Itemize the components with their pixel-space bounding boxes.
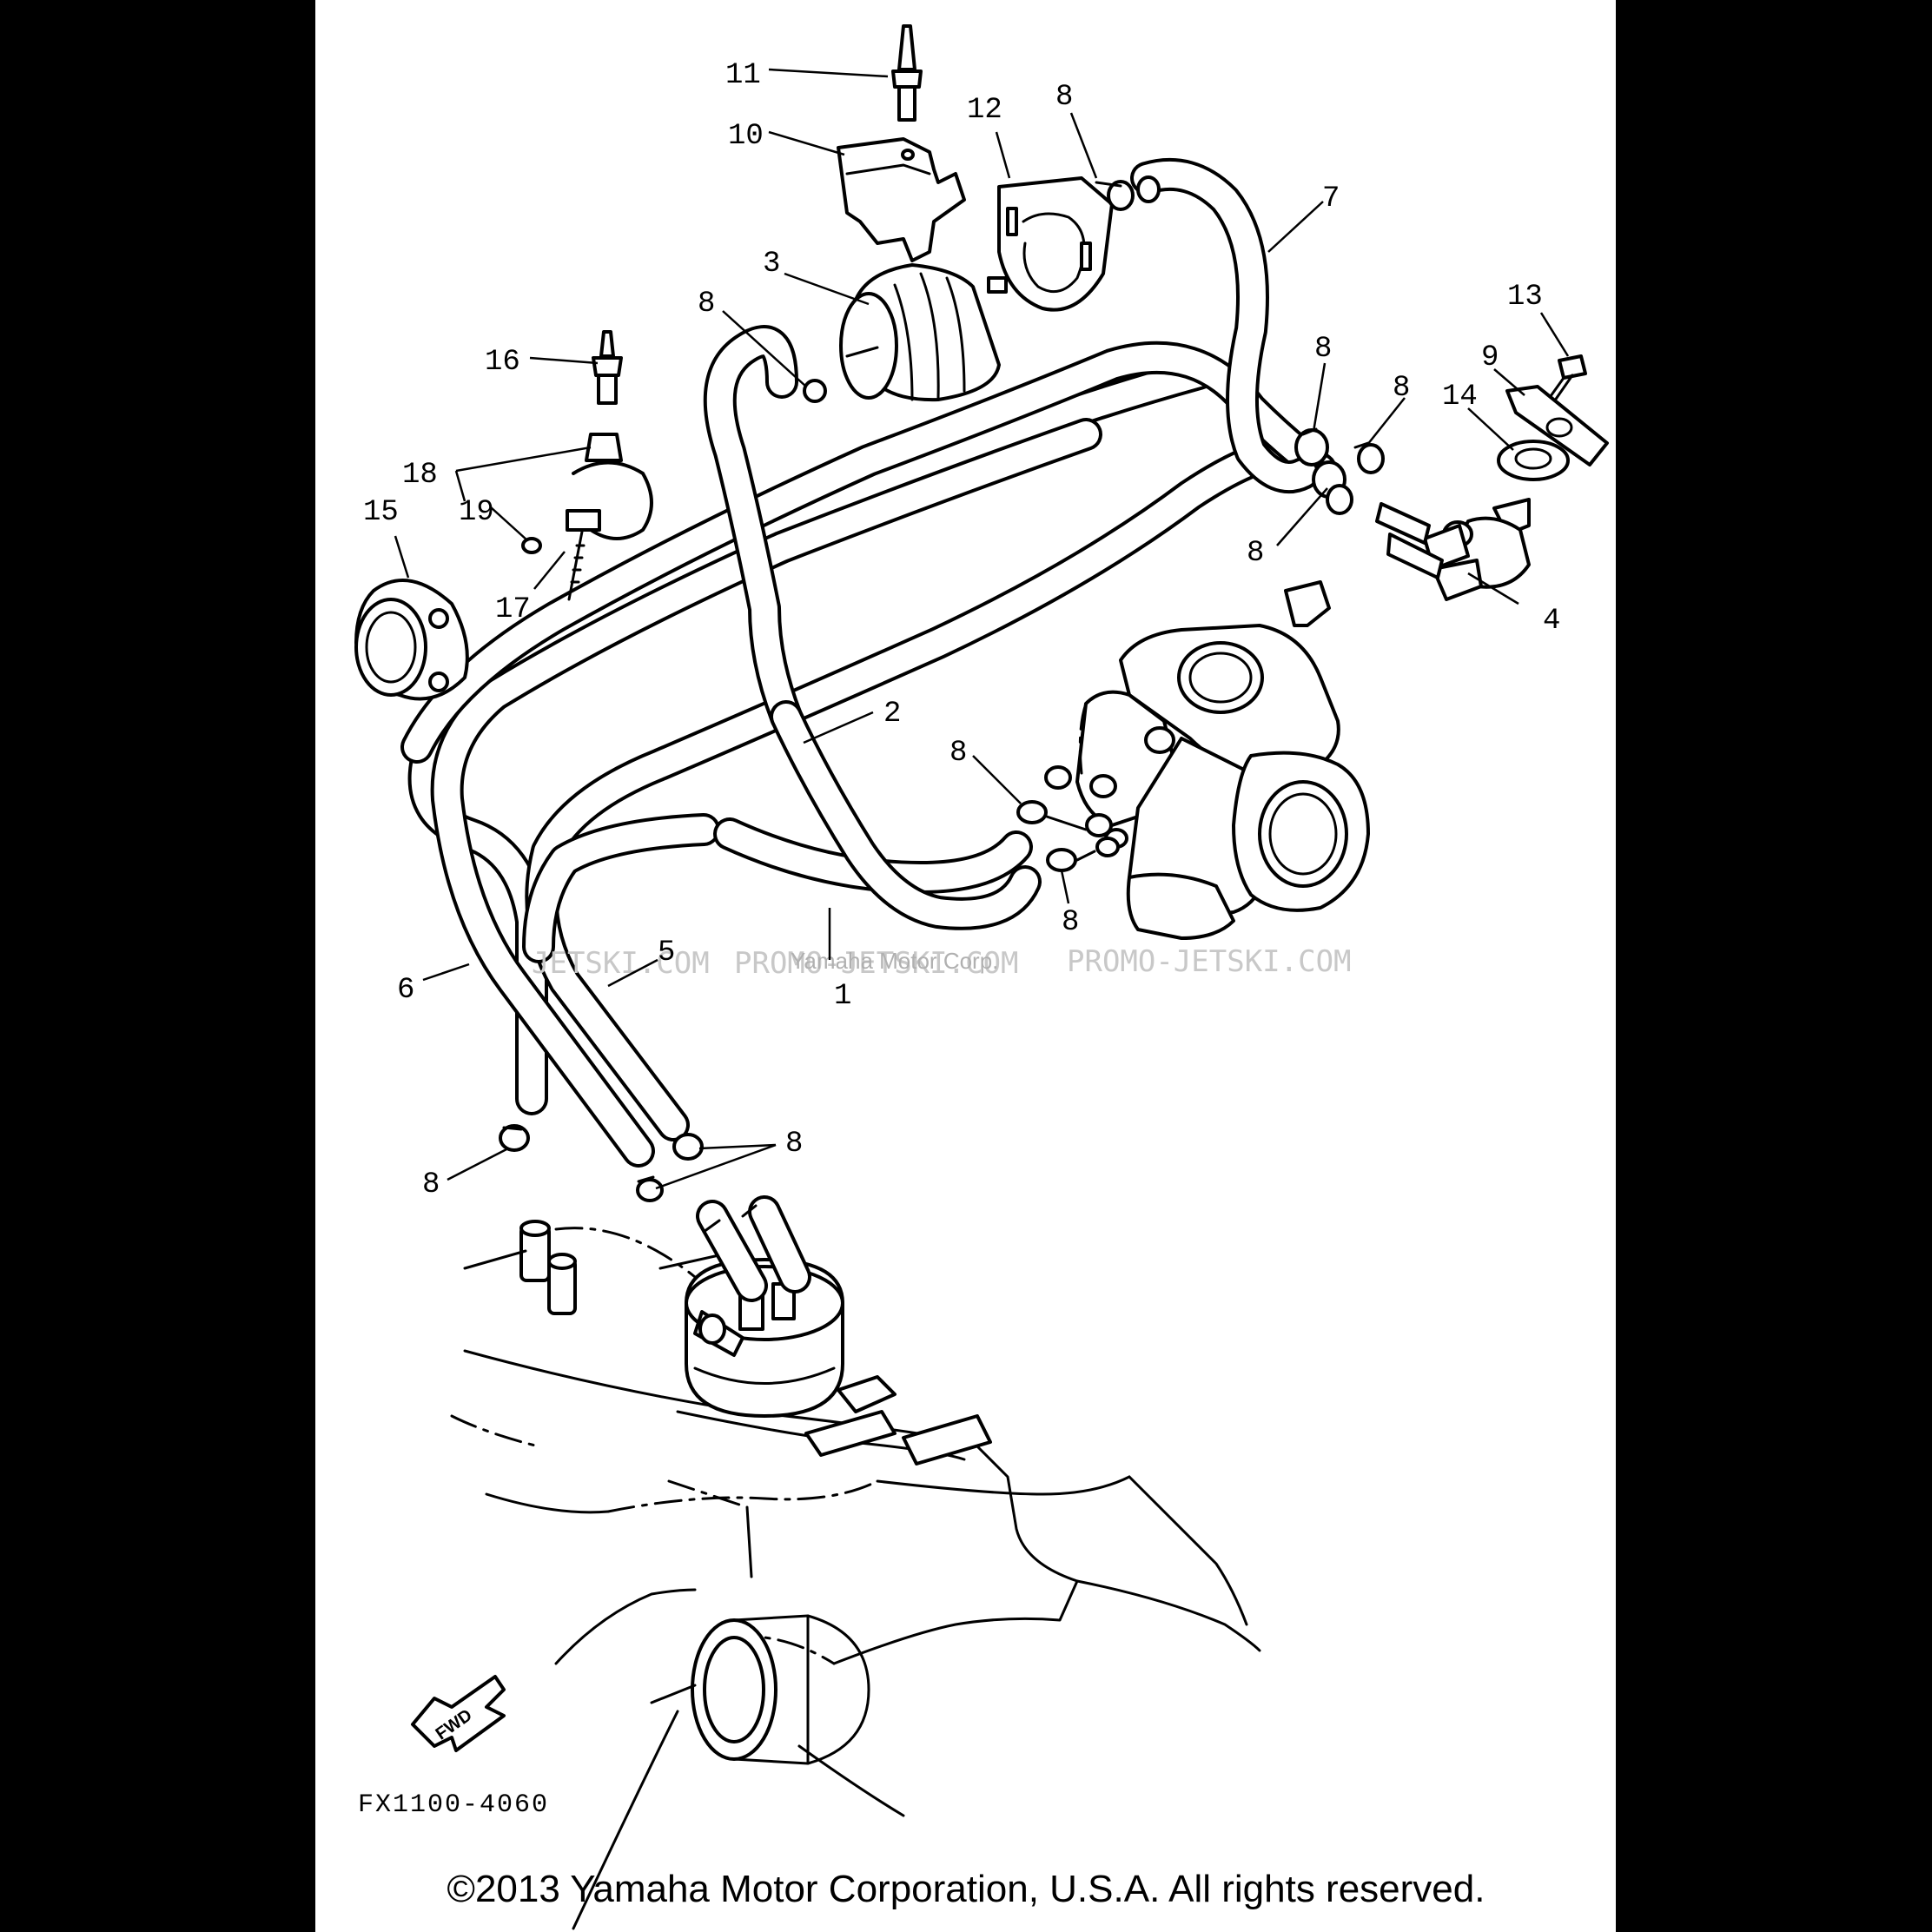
callout-8: 8	[1314, 333, 1332, 366]
callout-13: 13	[1507, 281, 1543, 314]
hose-1	[522, 813, 1033, 963]
hose-7	[1130, 157, 1320, 493]
part-10-bracket	[837, 137, 966, 262]
callout-17: 17	[495, 593, 531, 626]
vent-fittings	[463, 1220, 697, 1315]
callout-2: 2	[883, 698, 901, 731]
callout-8: 8	[1247, 537, 1264, 570]
callout-8: 8	[1055, 81, 1073, 114]
part-8-clip-top	[1095, 175, 1161, 211]
watermark-1: JETSKI.COM	[532, 946, 710, 981]
part-12-band	[997, 176, 1114, 312]
tank-outlet-ring	[650, 1614, 905, 1817]
part-14-nut	[1497, 440, 1570, 481]
watermark: JETSKI.COM PROMO-JETSKI.COM Yamaha Motor…	[532, 944, 1352, 981]
part-18-clamp	[521, 433, 653, 601]
fuel-sender-unit	[658, 1249, 992, 1466]
bottom-clips	[499, 1124, 704, 1202]
callout-8: 8	[698, 288, 715, 321]
throttle-bolts	[1016, 765, 1128, 872]
hose-main	[525, 433, 1328, 1141]
callout-15: 15	[363, 496, 399, 529]
fwd-arrow: FWD	[411, 1675, 506, 1752]
callout-10: 10	[728, 120, 764, 153]
callout-8: 8	[1393, 372, 1410, 405]
watermark-2: PROMO-JETSKI.COM	[734, 946, 1019, 981]
callout-1: 1	[834, 980, 851, 1013]
watermark-4: PROMO-JETSKI.COM	[1067, 944, 1352, 979]
callout-18: 18	[402, 459, 438, 492]
callout-8: 8	[422, 1168, 440, 1201]
copyright-notice: ©2013 Yamaha Motor Corporation, U.S.A. A…	[447, 1868, 1485, 1910]
callout-19: 19	[459, 496, 494, 529]
callout-9: 9	[1481, 341, 1499, 374]
watermark-3: Yamaha Motor Corp.	[791, 948, 998, 974]
callout-3: 3	[763, 248, 780, 281]
callouts: 11 10 12 8 7 3 8 13 16 8 9 8 14 18 19 15…	[363, 59, 1560, 1201]
leader-lines	[394, 68, 1570, 1190]
callout-6: 6	[397, 974, 414, 1007]
callout-4: 4	[1543, 605, 1560, 638]
callout-8: 8	[1062, 906, 1079, 939]
callout-12: 12	[967, 94, 1002, 127]
callout-16: 16	[485, 346, 520, 379]
callout-7: 7	[1322, 182, 1340, 215]
part-4-valve	[1375, 498, 1531, 601]
part-11-pin	[891, 24, 923, 122]
hose-5	[430, 418, 1102, 1168]
part-3-fuel-filter	[803, 263, 1008, 403]
callout-11: 11	[725, 59, 761, 92]
callout-8: 8	[949, 737, 967, 770]
callout-14: 14	[1442, 380, 1478, 414]
part-16-pin	[592, 330, 623, 405]
part-15-sleeve	[354, 579, 469, 701]
callout-8: 8	[785, 1128, 803, 1161]
part-9-plate	[1505, 385, 1609, 466]
sender-fittings	[696, 1195, 811, 1302]
callout-5: 5	[658, 936, 675, 969]
throttle-body	[1075, 580, 1370, 940]
diagram-code: FX1100-4060	[358, 1790, 550, 1820]
